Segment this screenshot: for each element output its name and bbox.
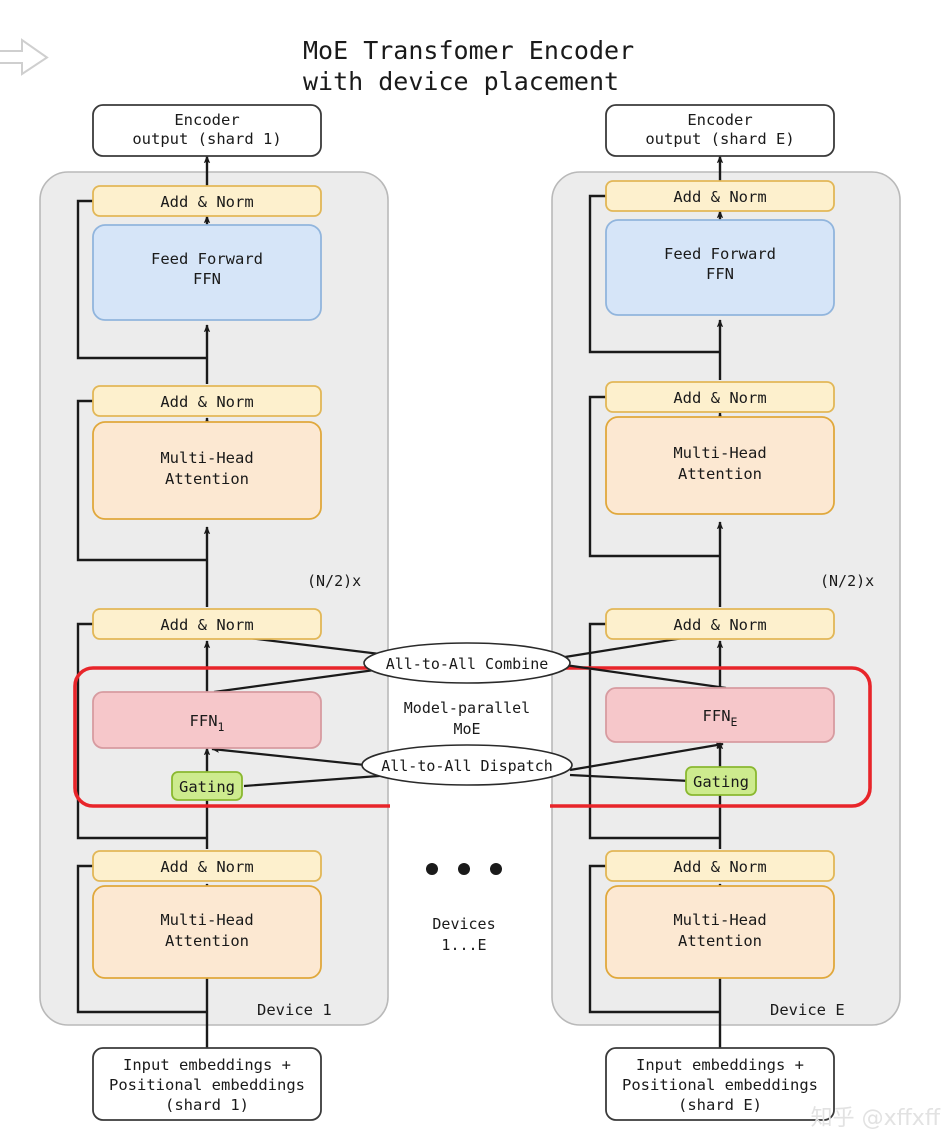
device-e-multi-head-attention-bottom: Multi-Head Attention: [605, 885, 835, 979]
device-1-feed-forward: Feed Forward FFN: [92, 224, 322, 321]
device-1-mha-bottom-line2: Attention: [165, 932, 249, 950]
device-1-mha-bottom-line1: Multi-Head: [160, 911, 253, 929]
page-title-line2: with device placement: [303, 67, 619, 96]
model-parallel-moe-line2: MoE: [453, 720, 480, 738]
device-1-gating-label: Gating: [179, 778, 235, 796]
svg-text:FFN1: FFN1: [190, 712, 225, 734]
device-1-expert-ffn: FFN1: [92, 691, 322, 749]
all-to-all-dispatch-label: All-to-All Dispatch: [381, 757, 553, 775]
device-e-add-norm-bottom-label: Add & Norm: [673, 858, 766, 876]
device-e-gating: Gating: [685, 766, 757, 796]
device-e-add-norm-mid: Add & Norm: [605, 381, 835, 413]
device-e-add-norm-moe-label: Add & Norm: [673, 616, 766, 634]
device-1-mha-top-line2: Attention: [165, 470, 249, 488]
device-e-add-norm-top-label: Add & Norm: [673, 188, 766, 206]
input-embeddings-shard-e-line3: (shard E): [678, 1096, 762, 1114]
device-1-add-norm-bottom: Add & Norm: [92, 850, 322, 882]
device-1-multi-head-attention-top: Multi-Head Attention: [92, 421, 322, 520]
encoder-output-shard-1-line1: Encoder: [174, 111, 239, 129]
device-e-mha-bottom-line1: Multi-Head: [673, 911, 766, 929]
device-1-repeat-label: (N/2)x: [307, 572, 361, 590]
device-1-add-norm-top: Add & Norm: [92, 185, 322, 217]
device-e-mha-top-line1: Multi-Head: [673, 444, 766, 462]
watermark: 知乎 @xffxff: [811, 1106, 941, 1131]
device-1-gating: Gating: [171, 771, 243, 801]
input-embeddings-shard-1-line1: Input embeddings +: [123, 1056, 291, 1074]
device-e-mha-bottom-line2: Attention: [678, 932, 762, 950]
center-gutter: [390, 172, 550, 1025]
device-1-expert-ffn-label: FFN: [190, 712, 218, 730]
device-1-label: Device 1: [257, 1001, 332, 1019]
device-e-repeat-label: (N/2)x: [820, 572, 874, 590]
devices-ellipsis: [426, 863, 502, 875]
device-1-add-norm-mid-label: Add & Norm: [160, 393, 253, 411]
device-e-expert-ffn: FFNE: [605, 687, 835, 743]
device-e-expert-ffn-sub: E: [731, 715, 738, 729]
input-embeddings-shard-e-line1: Input embeddings +: [636, 1056, 804, 1074]
device-1-add-norm-moe: Add & Norm: [92, 608, 322, 640]
encoder-output-shard-e: Encoder output (shard E): [605, 104, 835, 157]
encoder-output-shard-1: Encoder output (shard 1): [92, 104, 322, 157]
device-e-expert-ffn-label: FFN: [703, 707, 731, 725]
device-1-mha-top-line1: Multi-Head: [160, 449, 253, 467]
device-1-feed-forward-line2: FFN: [193, 270, 221, 288]
device-e-add-norm-bottom: Add & Norm: [605, 850, 835, 882]
device-e-add-norm-mid-label: Add & Norm: [673, 389, 766, 407]
page-title-line1: MoE Transfomer Encoder: [303, 36, 634, 65]
encoder-output-shard-e-line2: output (shard E): [645, 130, 794, 148]
device-1-expert-ffn-sub: 1: [218, 720, 225, 734]
device-1-add-norm-top-label: Add & Norm: [160, 193, 253, 211]
all-to-all-combine-label: All-to-All Combine: [386, 655, 549, 673]
device-e-feed-forward-line2: FFN: [706, 265, 734, 283]
encoder-output-shard-e-line1: Encoder: [687, 111, 752, 129]
device-e-feed-forward: Feed Forward FFN: [605, 219, 835, 316]
input-embeddings-shard-1-line2: Positional embeddings: [109, 1076, 305, 1094]
devices-range-label-line2: 1...E: [441, 936, 486, 954]
device-e-gating-label: Gating: [693, 773, 749, 791]
device-e-feed-forward-line1: Feed Forward: [664, 245, 776, 263]
device-e-label: Device E: [770, 1001, 845, 1019]
right-arrow-icon: [0, 38, 49, 76]
device-1-multi-head-attention-bottom: Multi-Head Attention: [92, 885, 322, 979]
input-embeddings-shard-1: Input embeddings + Positional embeddings…: [92, 1047, 322, 1121]
all-to-all-combine: All-to-All Combine: [363, 642, 571, 684]
device-e-multi-head-attention-top: Multi-Head Attention: [605, 416, 835, 515]
input-embeddings-shard-e: Input embeddings + Positional embeddings…: [605, 1047, 835, 1121]
device-e-add-norm-moe: Add & Norm: [605, 608, 835, 640]
device-1-add-norm-moe-label: Add & Norm: [160, 616, 253, 634]
device-1-feed-forward-line1: Feed Forward: [151, 250, 263, 268]
device-1-add-norm-mid: Add & Norm: [92, 385, 322, 417]
device-1-add-norm-bottom-label: Add & Norm: [160, 858, 253, 876]
model-parallel-moe-line1: Model-parallel: [404, 699, 530, 717]
device-e-mha-top-line2: Attention: [678, 465, 762, 483]
input-embeddings-shard-1-line3: (shard 1): [165, 1096, 249, 1114]
device-e-add-norm-top: Add & Norm: [605, 180, 835, 212]
input-embeddings-shard-e-line2: Positional embeddings: [622, 1076, 818, 1094]
devices-range-label-line1: Devices: [432, 915, 495, 933]
all-to-all-dispatch: All-to-All Dispatch: [361, 744, 573, 786]
svg-text:FFNE: FFNE: [703, 707, 738, 729]
encoder-output-shard-1-line2: output (shard 1): [132, 130, 281, 148]
